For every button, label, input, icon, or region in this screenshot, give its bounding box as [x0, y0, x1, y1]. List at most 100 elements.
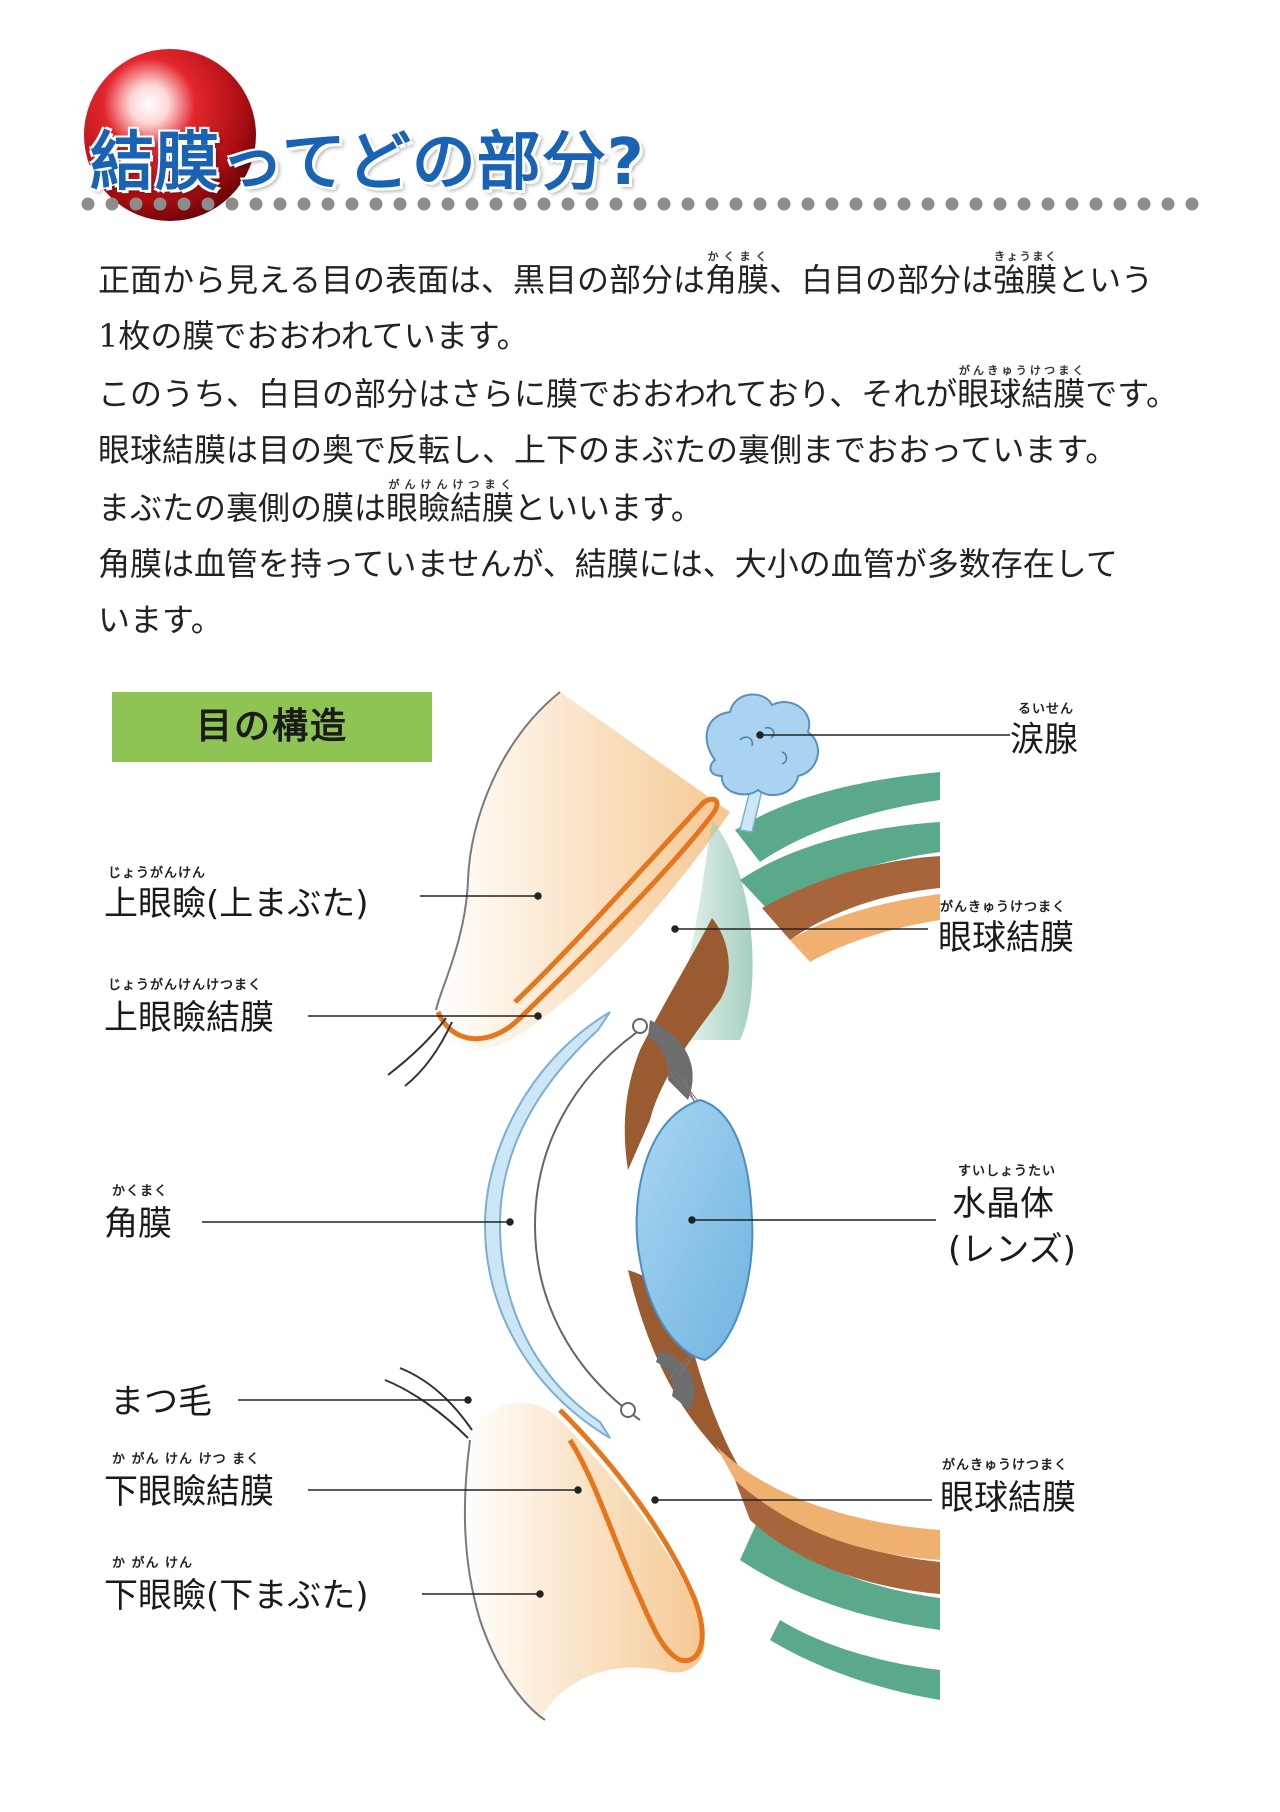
page-header: 結膜ってどの部分?	[40, 45, 1240, 225]
choroid-band-top	[762, 856, 940, 940]
lens-label: 水晶体	[952, 1184, 1054, 1224]
lower-palpebral-conj-ruby: か がん けん けつ まく	[112, 1452, 261, 1467]
cornea-label: 角膜	[104, 1204, 172, 1244]
divider-dot	[849, 197, 863, 211]
intro-line-4: 眼球結膜は目の奥で反転し、上下のまぶたの裏側までおおっています。	[98, 431, 1118, 469]
canal-circle-bottom	[620, 1402, 636, 1418]
divider-dot	[489, 197, 503, 211]
divider-dot	[417, 197, 431, 211]
intro-paragraph: 正面から見える目の表面は、黒目の部分は角膜かくまく、白目の部分は強膜きょうまくと…	[98, 250, 1218, 648]
upper-palpebral-conj-label: 上眼瞼結膜	[104, 998, 274, 1038]
choroid-band-bottom	[735, 1480, 940, 1594]
sclera-band-top-2	[740, 822, 940, 912]
divider-dot	[993, 197, 1007, 211]
red-sphere-icon	[84, 49, 256, 221]
divider-dot	[369, 197, 383, 211]
divider-dot	[873, 197, 887, 211]
divider-dot	[1065, 197, 1079, 211]
intro-line-7: います。	[98, 601, 223, 639]
bulbar-conjunctiva-lower-ruby: がんきゅうけつまく	[942, 1458, 1069, 1473]
retina-band-bottom	[716, 1446, 940, 1560]
divider-dot	[681, 197, 695, 211]
upper-eyelash	[387, 1017, 447, 1076]
divider-dot	[705, 197, 719, 211]
lower-palpebral-conjunctiva	[558, 1408, 705, 1664]
cornea-shape	[483, 1011, 611, 1439]
divider-dot	[201, 197, 215, 211]
divider-dot	[657, 197, 671, 211]
intro-line-2: 1枚の膜でおおわれています。	[98, 317, 529, 355]
divider-dot	[585, 197, 599, 211]
divider-dot	[1185, 197, 1199, 211]
divider-dot	[153, 197, 167, 211]
divider-dot	[441, 197, 455, 211]
upper-eyelid-shape	[436, 692, 730, 1050]
dotted-divider	[81, 197, 1199, 211]
lower-palpebral-conj-label: 下眼瞼結膜	[104, 1472, 274, 1512]
divider-dot	[945, 197, 959, 211]
intro-line-1: 正面から見える目の表面は、黒目の部分は角膜かくまく、白目の部分は強膜きょうまくと…	[98, 250, 1154, 299]
bulbar-conjunctiva-upper-ruby: がんきゅうけつまく	[940, 900, 1067, 915]
anterior-chamber-line	[533, 1029, 641, 1421]
divider-dot	[129, 197, 143, 211]
divider-dot	[105, 197, 119, 211]
lens-shape	[635, 1098, 754, 1362]
eyelash-label: まつ毛	[110, 1382, 212, 1422]
lower-eyelid-outline	[463, 1439, 546, 1721]
divider-dot	[801, 197, 815, 211]
intro-line-3: このうち、白目の部分はさらに膜でおおわれており、それが眼球結膜がんきゅうけつまく…	[98, 364, 1179, 413]
divider-dot	[249, 197, 263, 211]
lens-label-sub: (レンズ)	[948, 1230, 1076, 1270]
divider-dot	[1113, 197, 1127, 211]
divider-dot	[969, 197, 983, 211]
upper-palpebral-conjunctiva	[435, 796, 720, 1042]
divider-dot	[465, 197, 479, 211]
lower-eyelid-label: 下眼瞼(下まぶた)	[104, 1576, 369, 1616]
upper-eyelid-label: 上眼瞼(上まぶた)	[104, 884, 369, 924]
divider-dot	[609, 197, 623, 211]
lower-eyelid-shape	[463, 1402, 705, 1720]
tear-gland-ruby: るいせん	[1018, 702, 1075, 717]
iris-bottom	[656, 1350, 695, 1410]
divider-dot	[777, 197, 791, 211]
divider-dot	[1137, 197, 1151, 211]
divider-dot	[825, 197, 839, 211]
lens-ruby: すいしょうたい	[958, 1164, 1057, 1179]
divider-dot	[513, 197, 527, 211]
divider-dot	[1041, 197, 1055, 211]
divider-dot	[633, 197, 647, 211]
intro-line-5: まぶたの裏側の膜は眼瞼結膜がんけんけつまくといいます。	[98, 478, 703, 527]
divider-dot	[753, 197, 767, 211]
divider-dot	[1089, 197, 1103, 211]
divider-dot	[537, 197, 551, 211]
divider-dot	[1017, 197, 1031, 211]
retina-band-top	[790, 894, 940, 962]
divider-dot	[225, 197, 239, 211]
divider-dot	[1161, 197, 1175, 211]
divider-dot	[273, 197, 287, 211]
cornea-ruby: かくまく	[112, 1184, 169, 1199]
bulbar-conjunctiva-upper-label: 眼球結膜	[938, 918, 1074, 958]
divider-dot	[297, 197, 311, 211]
divider-dot	[897, 197, 911, 211]
sclera-band-bottom-2	[770, 1620, 940, 1700]
upper-eyelash-2	[404, 1021, 453, 1087]
upper-palpebral-conj-ruby: じょうがんけんけつまく	[108, 978, 263, 993]
leader-lines	[202, 731, 1010, 1598]
page-title: 結膜ってどの部分?	[90, 126, 645, 200]
divider-dot	[345, 197, 359, 211]
section-label: 目の構造	[112, 692, 432, 762]
lower-eyelid-ruby: か がん けん	[112, 1556, 194, 1571]
divider-dot	[921, 197, 935, 211]
bulbar-conjunctiva-lower-label: 眼球結膜	[940, 1478, 1076, 1518]
divider-dot	[561, 197, 575, 211]
lower-eyelash-2	[399, 1367, 473, 1431]
divider-dot	[321, 197, 335, 211]
tear-gland-label: 涙腺	[1010, 720, 1078, 760]
divider-dot	[81, 197, 95, 211]
section-label-text: 目の構造	[195, 706, 348, 747]
lower-eyelash	[384, 1379, 469, 1439]
divider-dot	[729, 197, 743, 211]
divider-dot	[177, 197, 191, 211]
